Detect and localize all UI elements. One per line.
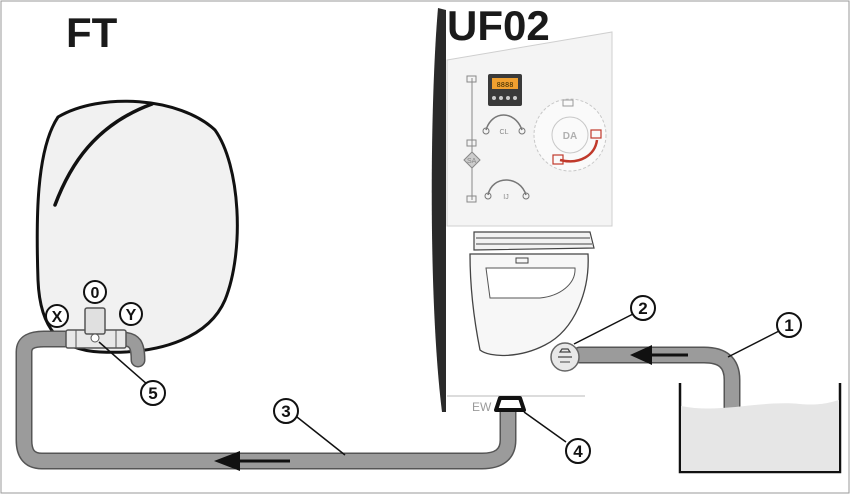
ij-label: IJ <box>503 194 508 201</box>
valve-center <box>90 333 100 343</box>
panel-button <box>506 96 510 100</box>
ew-connector <box>494 396 526 412</box>
callout-4-leader <box>523 411 567 443</box>
panel-button <box>499 96 503 100</box>
valve-x-circle <box>45 304 69 328</box>
callout-2-leader <box>573 313 634 345</box>
cl-label: CL <box>500 129 509 136</box>
callout-4-label: 4 <box>573 442 583 461</box>
da-red-arc <box>559 139 599 163</box>
callout-2-label: 2 <box>638 299 647 318</box>
valve-zero-circle <box>83 280 107 304</box>
valve-y-circle <box>119 302 143 326</box>
cl-arc <box>485 114 523 131</box>
callout-3-label: 3 <box>281 402 290 421</box>
callout-5-circle <box>140 380 166 406</box>
callout-5-label: 5 <box>148 384 157 403</box>
flow-arrow-3-head <box>214 451 240 471</box>
uf02-label: UF02 <box>447 2 550 49</box>
ij-arc <box>487 179 527 196</box>
panel-button <box>492 96 496 100</box>
valve-zero-label: 0 <box>91 285 100 302</box>
da-red-icon-right <box>590 129 602 139</box>
callout-1-circle <box>776 312 802 338</box>
scale-icon <box>466 139 477 147</box>
hose-3-outline <box>15 330 517 470</box>
valve-y-label: Y <box>126 307 137 324</box>
hose-1 <box>573 348 739 424</box>
panel-button <box>513 96 517 100</box>
da-red-icon <box>552 154 564 165</box>
cl-left-knob <box>482 127 490 135</box>
sa-label: SA <box>467 158 477 165</box>
water-tank <box>678 383 842 474</box>
callout-4-circle <box>565 438 591 464</box>
nozzle-slot <box>515 257 529 264</box>
da-top-icon <box>562 99 574 107</box>
lcd-screen <box>492 78 518 89</box>
cl-right-knob <box>518 127 526 135</box>
water-surface <box>681 400 839 471</box>
scale-icon <box>466 75 477 83</box>
hose-1-outline <box>571 346 741 426</box>
ft-tank-highlight <box>53 102 154 207</box>
da-dial-inner <box>551 116 589 154</box>
bowl-rim <box>485 267 576 299</box>
callout-3-circle <box>273 398 299 424</box>
callout-2-circle <box>630 295 656 321</box>
callout-3-leader <box>296 416 346 456</box>
inlet-fitting-icon <box>558 348 572 358</box>
hose-3 <box>17 332 515 468</box>
da-label: DA <box>563 131 577 142</box>
callout-5-leader <box>98 341 149 386</box>
sa-diamond-icon <box>463 151 481 169</box>
da-dial <box>533 98 607 172</box>
callout-1-leader <box>727 329 782 358</box>
flow-arrow-1-head <box>630 345 652 365</box>
callout-1-label: 1 <box>784 316 793 335</box>
valve-x-label: X <box>52 309 63 326</box>
ij-left-knob <box>484 192 492 200</box>
seat-lid <box>473 231 595 251</box>
ft-label: FT <box>66 9 118 56</box>
ew-label: EW <box>472 400 492 414</box>
scale-icon <box>466 195 477 203</box>
lcd-readout: 8888 <box>497 81 514 89</box>
uf02-housing-edge <box>431 8 446 412</box>
ij-right-knob <box>522 192 530 200</box>
valve-stem <box>84 307 106 335</box>
